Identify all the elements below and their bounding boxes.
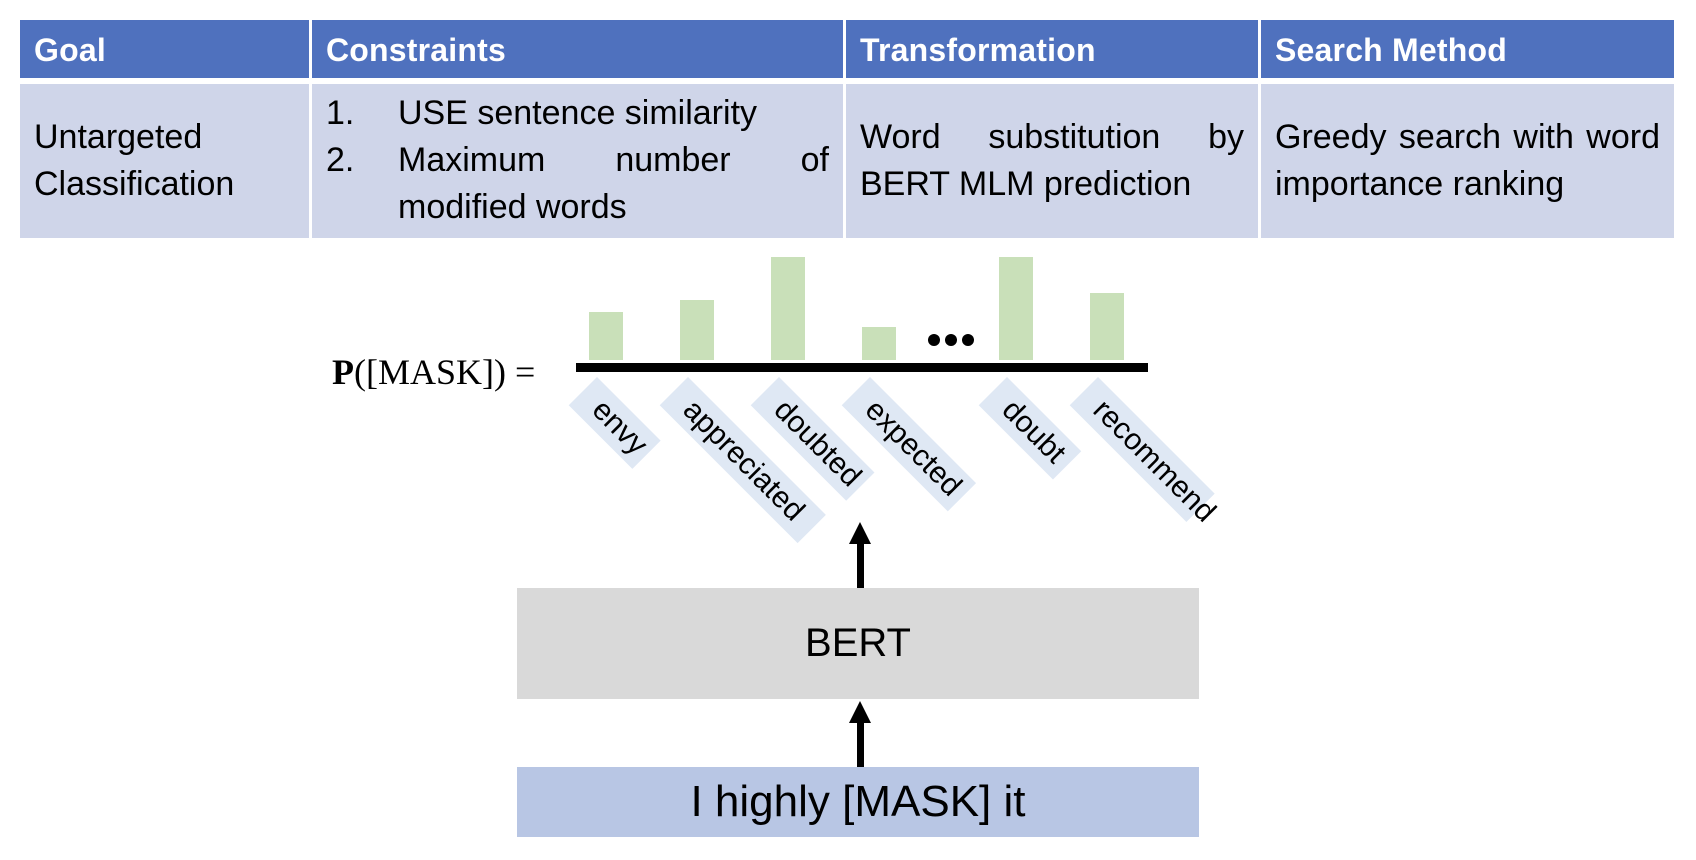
bar-doubt bbox=[999, 257, 1033, 360]
header-goal: Goal bbox=[20, 20, 309, 78]
word-label-expected: expected bbox=[841, 377, 977, 512]
chart-baseline bbox=[576, 363, 1148, 372]
table-header-row: Goal Constraints Transformation Search M… bbox=[20, 20, 1674, 78]
equation-p: P bbox=[332, 352, 354, 392]
header-constraints: Constraints bbox=[312, 20, 843, 78]
header-transformation: Transformation bbox=[846, 20, 1258, 78]
goal-line-2: Classification bbox=[34, 165, 235, 203]
word-label-recommend: recommend bbox=[1069, 377, 1222, 529]
constraint-number: 1. bbox=[326, 94, 355, 132]
header-search-method: Search Method bbox=[1261, 20, 1674, 78]
constraint-text: Maximum number of modified words bbox=[398, 141, 829, 226]
bar-expected bbox=[862, 327, 896, 360]
constraint-item: 2. Maximum number of modified words bbox=[326, 137, 829, 231]
arrow-up-icon bbox=[849, 701, 871, 767]
goal-line-1: Untargeted bbox=[34, 118, 203, 156]
constraints-list: 1. USE sentence similarity 2. Maximum nu… bbox=[326, 84, 829, 231]
arrow-up-icon bbox=[849, 522, 871, 588]
constraint-number: 2. bbox=[326, 141, 355, 179]
word-label-envy: envy bbox=[568, 377, 661, 469]
ellipsis-icon bbox=[928, 334, 974, 348]
constraint-item: 1. USE sentence similarity bbox=[326, 90, 829, 137]
bert-label: BERT bbox=[805, 621, 911, 665]
table-body-row: Untargeted Classification 1. USE sentenc… bbox=[20, 84, 1674, 238]
cell-goal: Untargeted Classification bbox=[20, 84, 309, 238]
transformation-text: Word substitution by BERT MLM prediction bbox=[860, 118, 1244, 203]
bar-envy bbox=[589, 312, 623, 360]
search-method-text: Greedy search with word importance ranki… bbox=[1275, 118, 1660, 203]
input-text: I highly [MASK] it bbox=[690, 777, 1026, 826]
cell-transformation: Word substitution by BERT MLM prediction bbox=[846, 84, 1258, 238]
word-label-doubt: doubt bbox=[978, 377, 1082, 480]
constraint-text: USE sentence similarity bbox=[398, 94, 758, 132]
masked-input-sentence: I highly [MASK] it bbox=[517, 767, 1199, 837]
bar-recommend bbox=[1090, 293, 1124, 360]
bar-doubted bbox=[771, 257, 805, 360]
bert-model-box: BERT bbox=[517, 588, 1199, 699]
cell-search-method: Greedy search with word importance ranki… bbox=[1261, 84, 1674, 238]
mask-probability-equation: P([MASK]) = bbox=[332, 351, 535, 393]
equation-rest: ([MASK]) = bbox=[354, 352, 536, 392]
cell-constraints: 1. USE sentence similarity 2. Maximum nu… bbox=[312, 84, 843, 238]
bar-appreciated bbox=[680, 300, 714, 360]
